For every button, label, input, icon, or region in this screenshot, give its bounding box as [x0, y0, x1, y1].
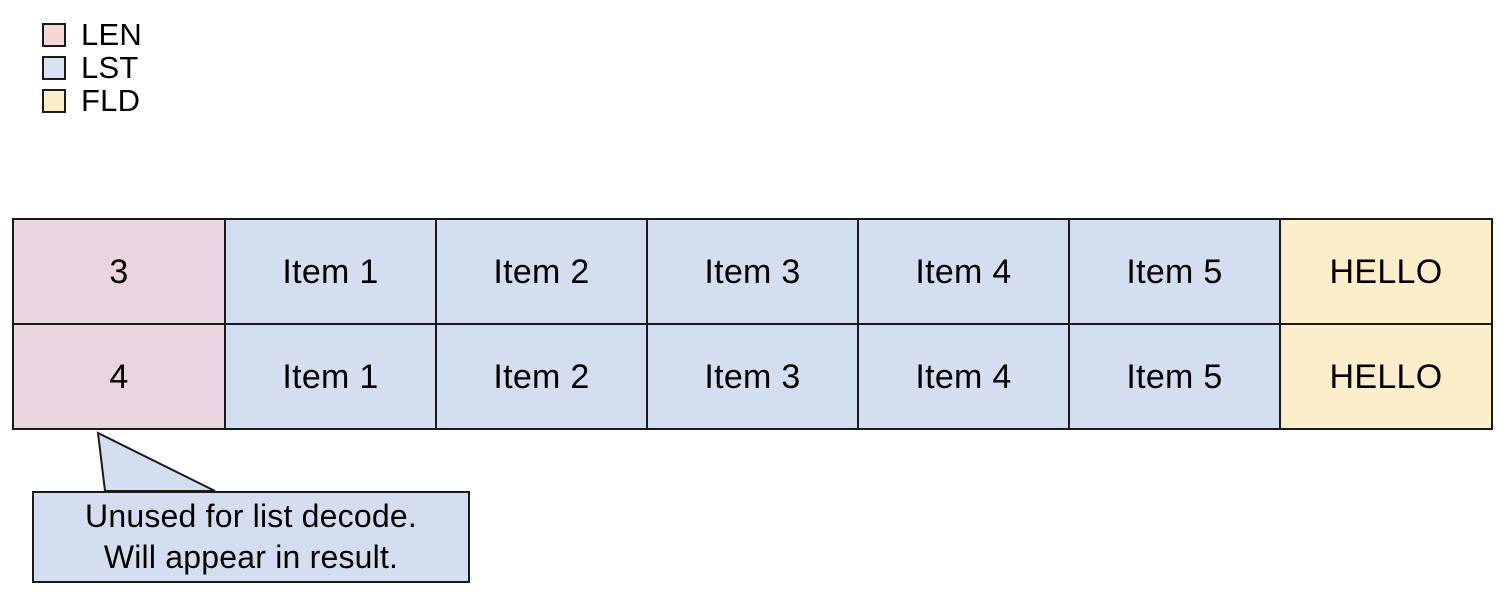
callout-text-line: Will appear in result. [103, 539, 399, 575]
legend-item-label: LST [81, 50, 139, 85]
legend-item-len: LEN [42, 18, 342, 51]
wire-format-table: 3 Item 1 Item 2 Item 3 Item 4 Item 5 HEL… [12, 218, 1493, 430]
legend-item-label: LEN [81, 17, 142, 52]
callout-annotation: Unused for list decode. Will appear in r… [0, 420, 520, 606]
cell-item: Item 3 [646, 218, 859, 325]
color-swatch-icon [42, 88, 66, 113]
legend-item-lst: LST [42, 51, 342, 84]
cell-item: Item 2 [435, 218, 648, 325]
legend: LEN LST FLD [42, 18, 342, 117]
cell-item: Item 5 [1068, 218, 1281, 325]
cell-item: Item 3 [646, 323, 859, 430]
cell-item: Item 4 [857, 218, 1070, 325]
color-swatch-icon [42, 55, 66, 80]
cell-item: Item 2 [435, 323, 648, 430]
callout-tail-shape [96, 431, 216, 492]
legend-item-label: FLD [81, 83, 141, 118]
cell-field: HELLO [1279, 218, 1493, 325]
cell-item: Item 5 [1068, 323, 1281, 430]
legend-item-fld: FLD [42, 84, 342, 117]
table-row: 3 Item 1 Item 2 Item 3 Item 4 Item 5 HEL… [12, 218, 1493, 325]
cell-len: 3 [12, 218, 226, 325]
table-row: 4 Item 1 Item 2 Item 3 Item 4 Item 5 HEL… [12, 323, 1493, 430]
color-swatch-icon [42, 22, 66, 47]
cell-field: HELLO [1279, 323, 1493, 430]
cell-item: Item 4 [857, 323, 1070, 430]
callout-text-line: Unused for list decode. [85, 498, 417, 534]
cell-item: Item 1 [224, 218, 437, 325]
callout-box: Unused for list decode. Will appear in r… [32, 491, 470, 583]
cell-item: Item 1 [224, 323, 437, 430]
cell-len: 4 [12, 323, 226, 430]
